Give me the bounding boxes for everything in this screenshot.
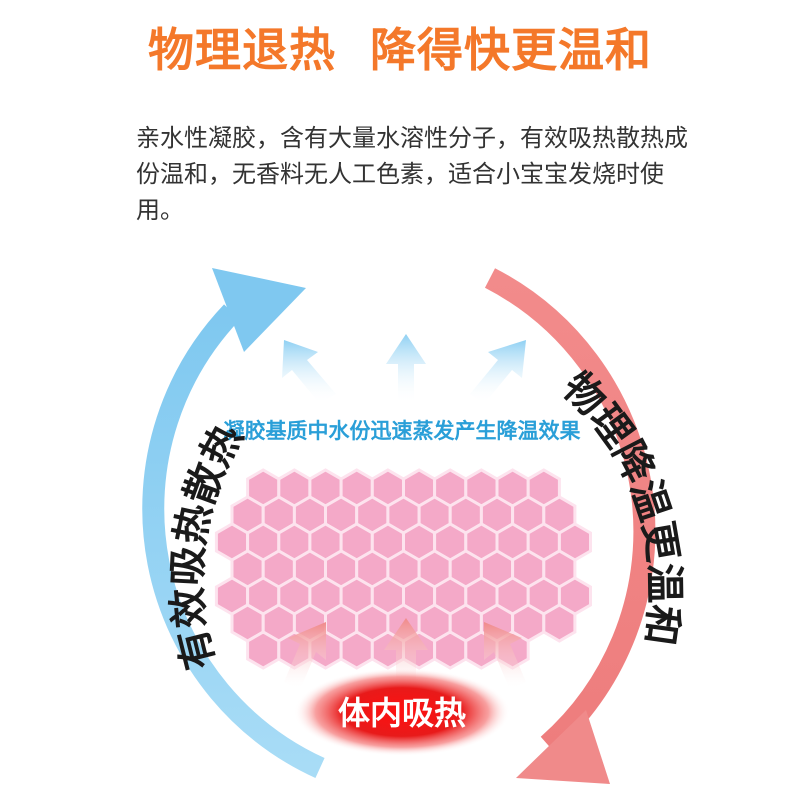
blue-circular-arrow <box>142 268 325 779</box>
description-paragraph: 亲水性凝胶，含有大量水溶性分子，有效吸热散热成份温和，无香料无人工色素，适合小宝… <box>136 124 688 224</box>
body-heat-label: 体内吸热 <box>338 694 466 732</box>
evaporation-arrow-left <box>282 340 336 404</box>
gel-hex-cell <box>542 603 577 643</box>
heat-arrow-right <box>484 622 526 690</box>
headline: 物理退热 降得快更温和 <box>147 23 653 77</box>
gel-hex-cell <box>246 630 281 670</box>
evaporation-arrow-center <box>386 334 426 404</box>
body-heat-badge: 体内吸热 <box>294 668 510 756</box>
diagram-top-caption: 凝胶基质中水份迅速蒸发产生降温效果 <box>224 419 581 443</box>
red-circular-arrow <box>484 268 656 784</box>
heat-arrow-left <box>284 622 326 690</box>
gel-hex-cell <box>339 630 374 670</box>
heat-arrow-center <box>384 618 428 692</box>
evaporation-arrow-right <box>470 340 526 404</box>
gel-hex-cell <box>433 630 468 670</box>
